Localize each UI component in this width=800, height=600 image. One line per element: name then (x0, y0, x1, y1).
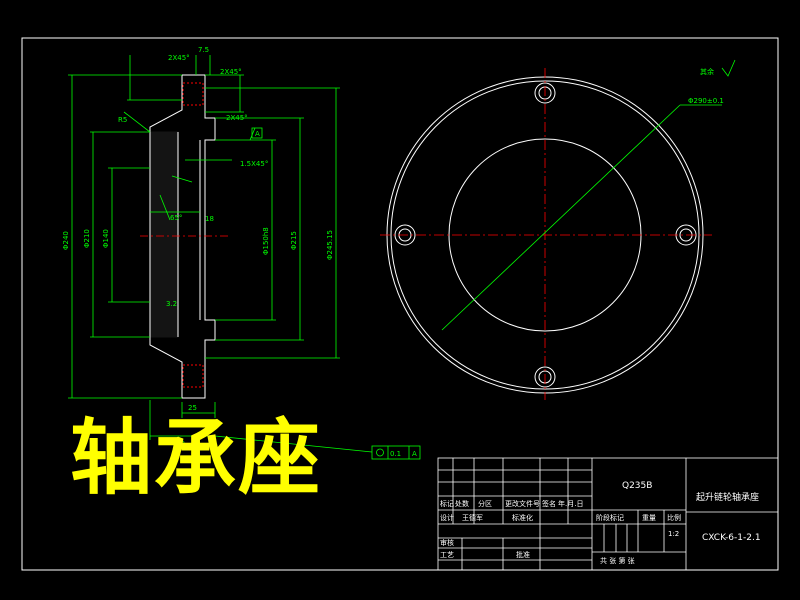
tb-label-weight: 重量 (642, 514, 656, 522)
drawing-frame (21, 37, 779, 571)
tb-label-designer: 设计 (440, 513, 454, 522)
bolt-hole-bottom (182, 364, 204, 388)
dim-bolt-circle: Φ290±0.1 (688, 97, 724, 105)
dim-25: 25 (188, 404, 197, 412)
tb-label-process: 工艺 (440, 551, 454, 559)
dim-dia-right2: Φ245.15 (326, 230, 334, 260)
tb-drawing-no: CXCK-6-1-2.1 (702, 533, 761, 543)
tb-label-approve: 批准 (516, 550, 530, 559)
flatness-frame (371, 445, 421, 460)
dim-slot-w: 7.5 (198, 46, 209, 54)
dim-chamfer-right: 2X45° (220, 68, 242, 76)
tb-label-zone: 分区 (478, 499, 492, 508)
tb-label-change: 更改文件号 (505, 499, 540, 508)
title-block (437, 457, 779, 571)
section-dimensions (68, 55, 373, 453)
tb-material: Q235B (622, 481, 652, 491)
title-overlay: 轴承座 (70, 411, 323, 506)
dim-chamfer-inner: 1.5X45° (240, 160, 268, 168)
tb-label-date: 年.月.日 (558, 499, 583, 508)
tb-sheets: 共 张 第 张 (600, 556, 635, 565)
dim-chamfer-mid: 2X45° (226, 114, 248, 122)
tb-label-stage: 阶段标记 (596, 513, 624, 522)
bolt-hole-top (182, 82, 204, 106)
dim-30: 30 (204, 424, 213, 432)
note-other: 其余 (700, 67, 714, 76)
section-view (149, 74, 216, 399)
roughness-symbol (721, 59, 736, 77)
dim-angle: 65° (170, 214, 182, 222)
flatness-value: 0.1 (390, 450, 401, 458)
dim-dia-inner: Φ140 (102, 229, 110, 248)
dim-18: 18 (205, 215, 214, 223)
tb-label-sign: 签名 (542, 499, 556, 508)
tb-label-standard: 标准化 (512, 513, 533, 522)
dim-roughness: 3.2 (166, 300, 177, 308)
dim-dia-outer: Φ240 (62, 231, 70, 250)
section-fill (149, 131, 179, 338)
tb-part-name: 起升链轮轴承座 (696, 491, 759, 503)
tb-designer-name: 王德军 (462, 513, 483, 522)
flatness-icon (376, 448, 384, 457)
bolt-circle-leader (441, 104, 681, 331)
datum-box (251, 127, 263, 139)
flatness-datum: A (412, 450, 417, 458)
tb-label-mark: 标记 (440, 499, 454, 508)
front-centerlines (380, 68, 712, 400)
dim-chamfer-top: 2X45° (168, 54, 190, 62)
tb-scale: 1:2 (668, 530, 679, 538)
dim-datum-a: A (255, 130, 260, 138)
tb-label-review: 审核 (440, 538, 454, 547)
tb-label-count: 处数 (455, 499, 469, 508)
dim-78: 78 (176, 440, 185, 448)
tb-label-scale: 比例 (667, 513, 681, 522)
dim-dia-right1: Φ215 (290, 231, 298, 250)
dim-fillet: R5 (118, 116, 127, 124)
dim-dia-mid: Φ210 (83, 229, 91, 248)
dim-dia-bore: Φ150h8 (262, 227, 270, 255)
